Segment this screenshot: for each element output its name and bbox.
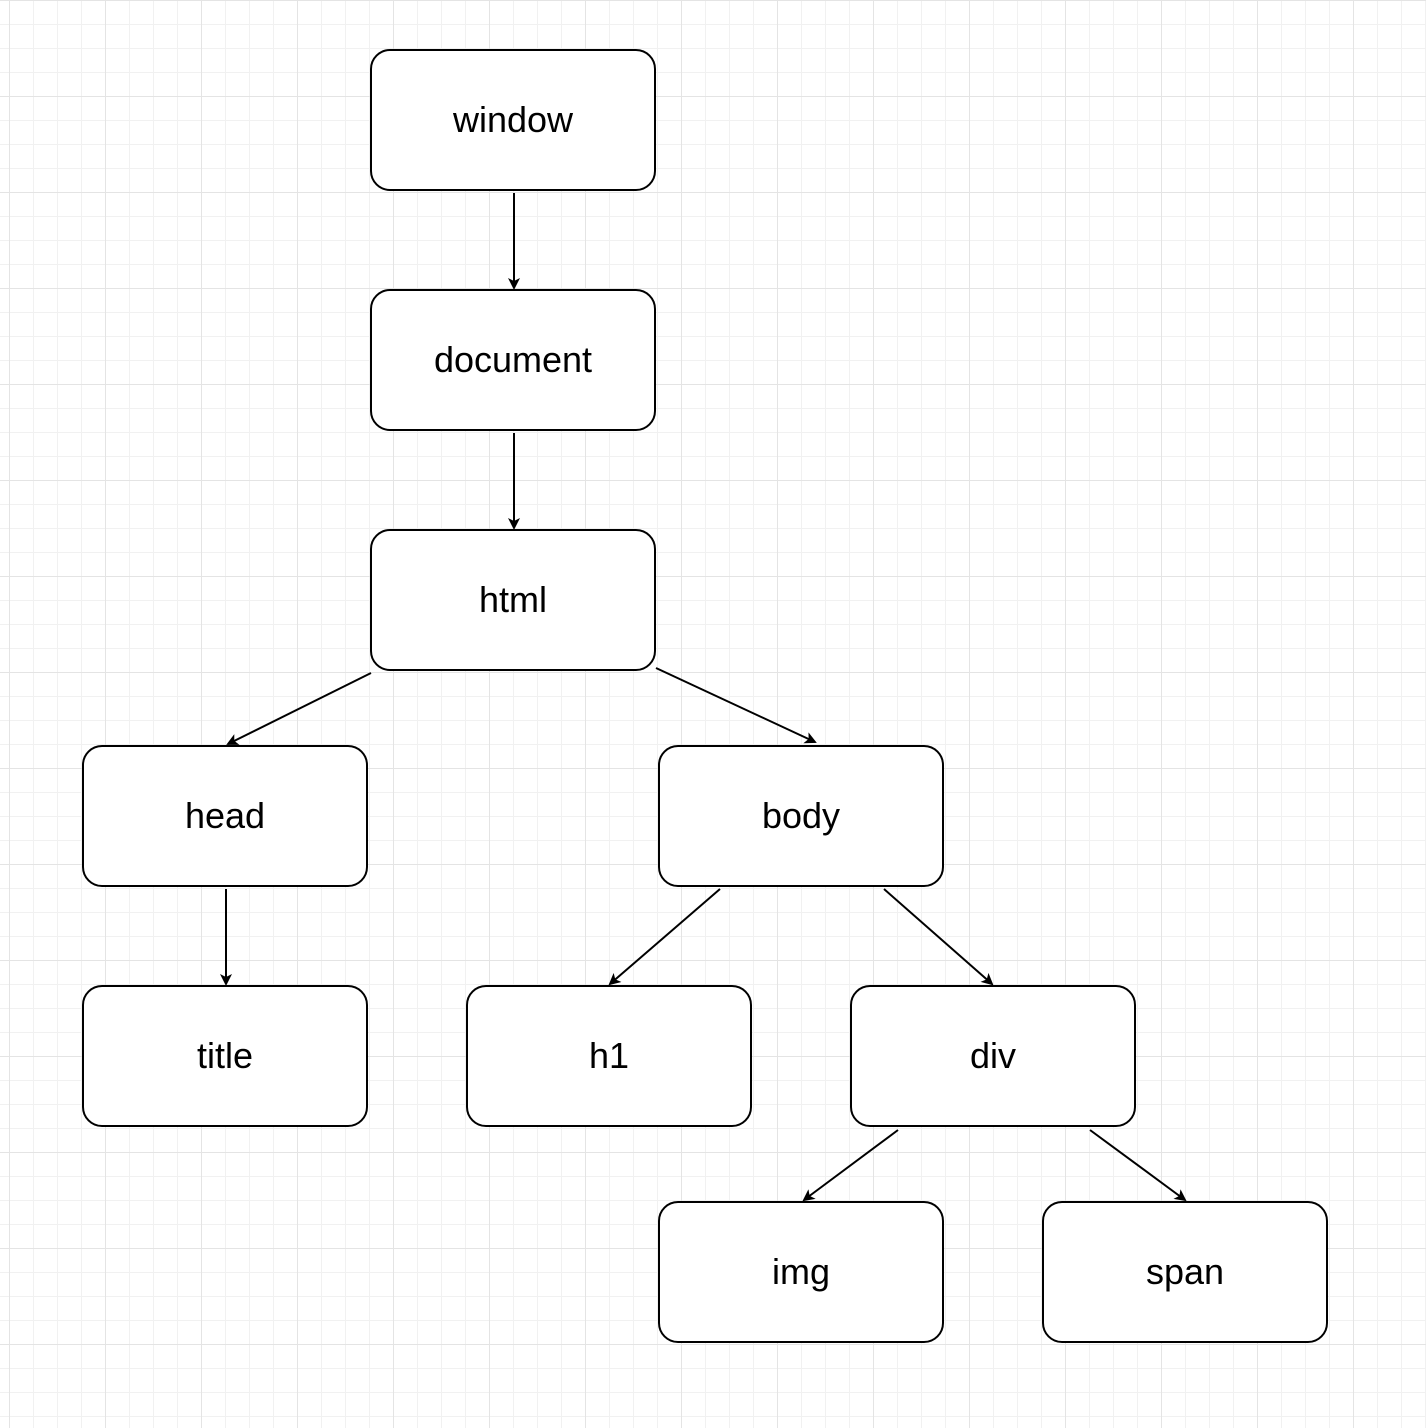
node-body[interactable]: body	[658, 745, 944, 887]
edge-div-span	[1089, 1129, 1187, 1202]
edge-html-head	[226, 672, 372, 745]
node-head[interactable]: head	[82, 745, 368, 887]
node-html[interactable]: html	[370, 529, 656, 671]
edge-div-img	[802, 1129, 899, 1202]
node-title-label: title	[196, 1035, 254, 1076]
node-window[interactable]: window	[370, 49, 656, 191]
edge-body-h1	[608, 888, 721, 986]
node-h1-label: h1	[588, 1035, 630, 1076]
node-window-label: window	[452, 99, 574, 140]
node-document[interactable]: document	[370, 289, 656, 431]
node-h1[interactable]: h1	[466, 985, 752, 1127]
node-span-label: span	[1145, 1251, 1225, 1292]
node-head-label: head	[184, 795, 266, 836]
node-div-label: div	[969, 1035, 1017, 1076]
edge-html-body	[655, 667, 817, 744]
node-span[interactable]: span	[1042, 1201, 1328, 1343]
node-img[interactable]: img	[658, 1201, 944, 1343]
node-document-label: document	[433, 339, 593, 380]
node-body-label: body	[761, 795, 841, 836]
node-div[interactable]: div	[850, 985, 1136, 1127]
node-title[interactable]: title	[82, 985, 368, 1127]
node-img-label: img	[771, 1251, 830, 1292]
edge-body-div	[883, 888, 994, 986]
node-html-label: html	[478, 579, 547, 620]
